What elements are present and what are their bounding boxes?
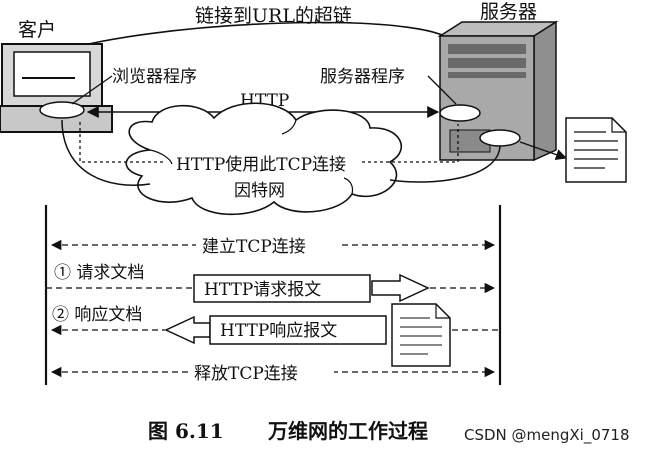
http-response-label: HTTP响应报文 <box>220 321 337 341</box>
figure-number: 图 6.11 <box>148 419 224 443</box>
document-icon <box>565 117 627 183</box>
establish-tcp-label: 建立TCP连接 <box>202 237 306 257</box>
server-uplink <box>389 145 501 183</box>
response-doc-label: ② 响应文档 <box>52 305 142 325</box>
server-to-doc-arrow <box>519 141 568 160</box>
http-request-box <box>193 273 430 303</box>
http-request-label: HTTP请求报文 <box>204 280 321 300</box>
tcp-dotted-path <box>79 122 459 163</box>
response-document-icon <box>391 303 451 367</box>
browser-program-label: 浏览器程序 <box>112 67 197 87</box>
http-response-box <box>164 315 387 345</box>
watermark: CSDN @mengXi_0718 <box>464 426 630 445</box>
cloud-icon <box>125 102 402 216</box>
hyperlink-label: 链接到URL的超链 <box>195 5 352 27</box>
client-uplink <box>61 119 151 186</box>
server-program-pointer-line <box>427 75 457 105</box>
server-icon <box>437 20 559 162</box>
release-tcp-label: 释放TCP连接 <box>194 364 298 384</box>
browser-pointer-line <box>71 75 113 105</box>
server-program-label: 服务器程序 <box>320 67 405 87</box>
server-label: 服务器 <box>480 1 537 23</box>
internet-label: 因特网 <box>234 181 285 201</box>
figure-title: 万维网的工作过程 <box>267 419 428 443</box>
request-doc-label: ① 请求文档 <box>54 263 144 283</box>
http-uses-tcp-label: HTTP使用此TCP连接 <box>176 154 346 175</box>
client-label: 客户 <box>18 19 56 41</box>
